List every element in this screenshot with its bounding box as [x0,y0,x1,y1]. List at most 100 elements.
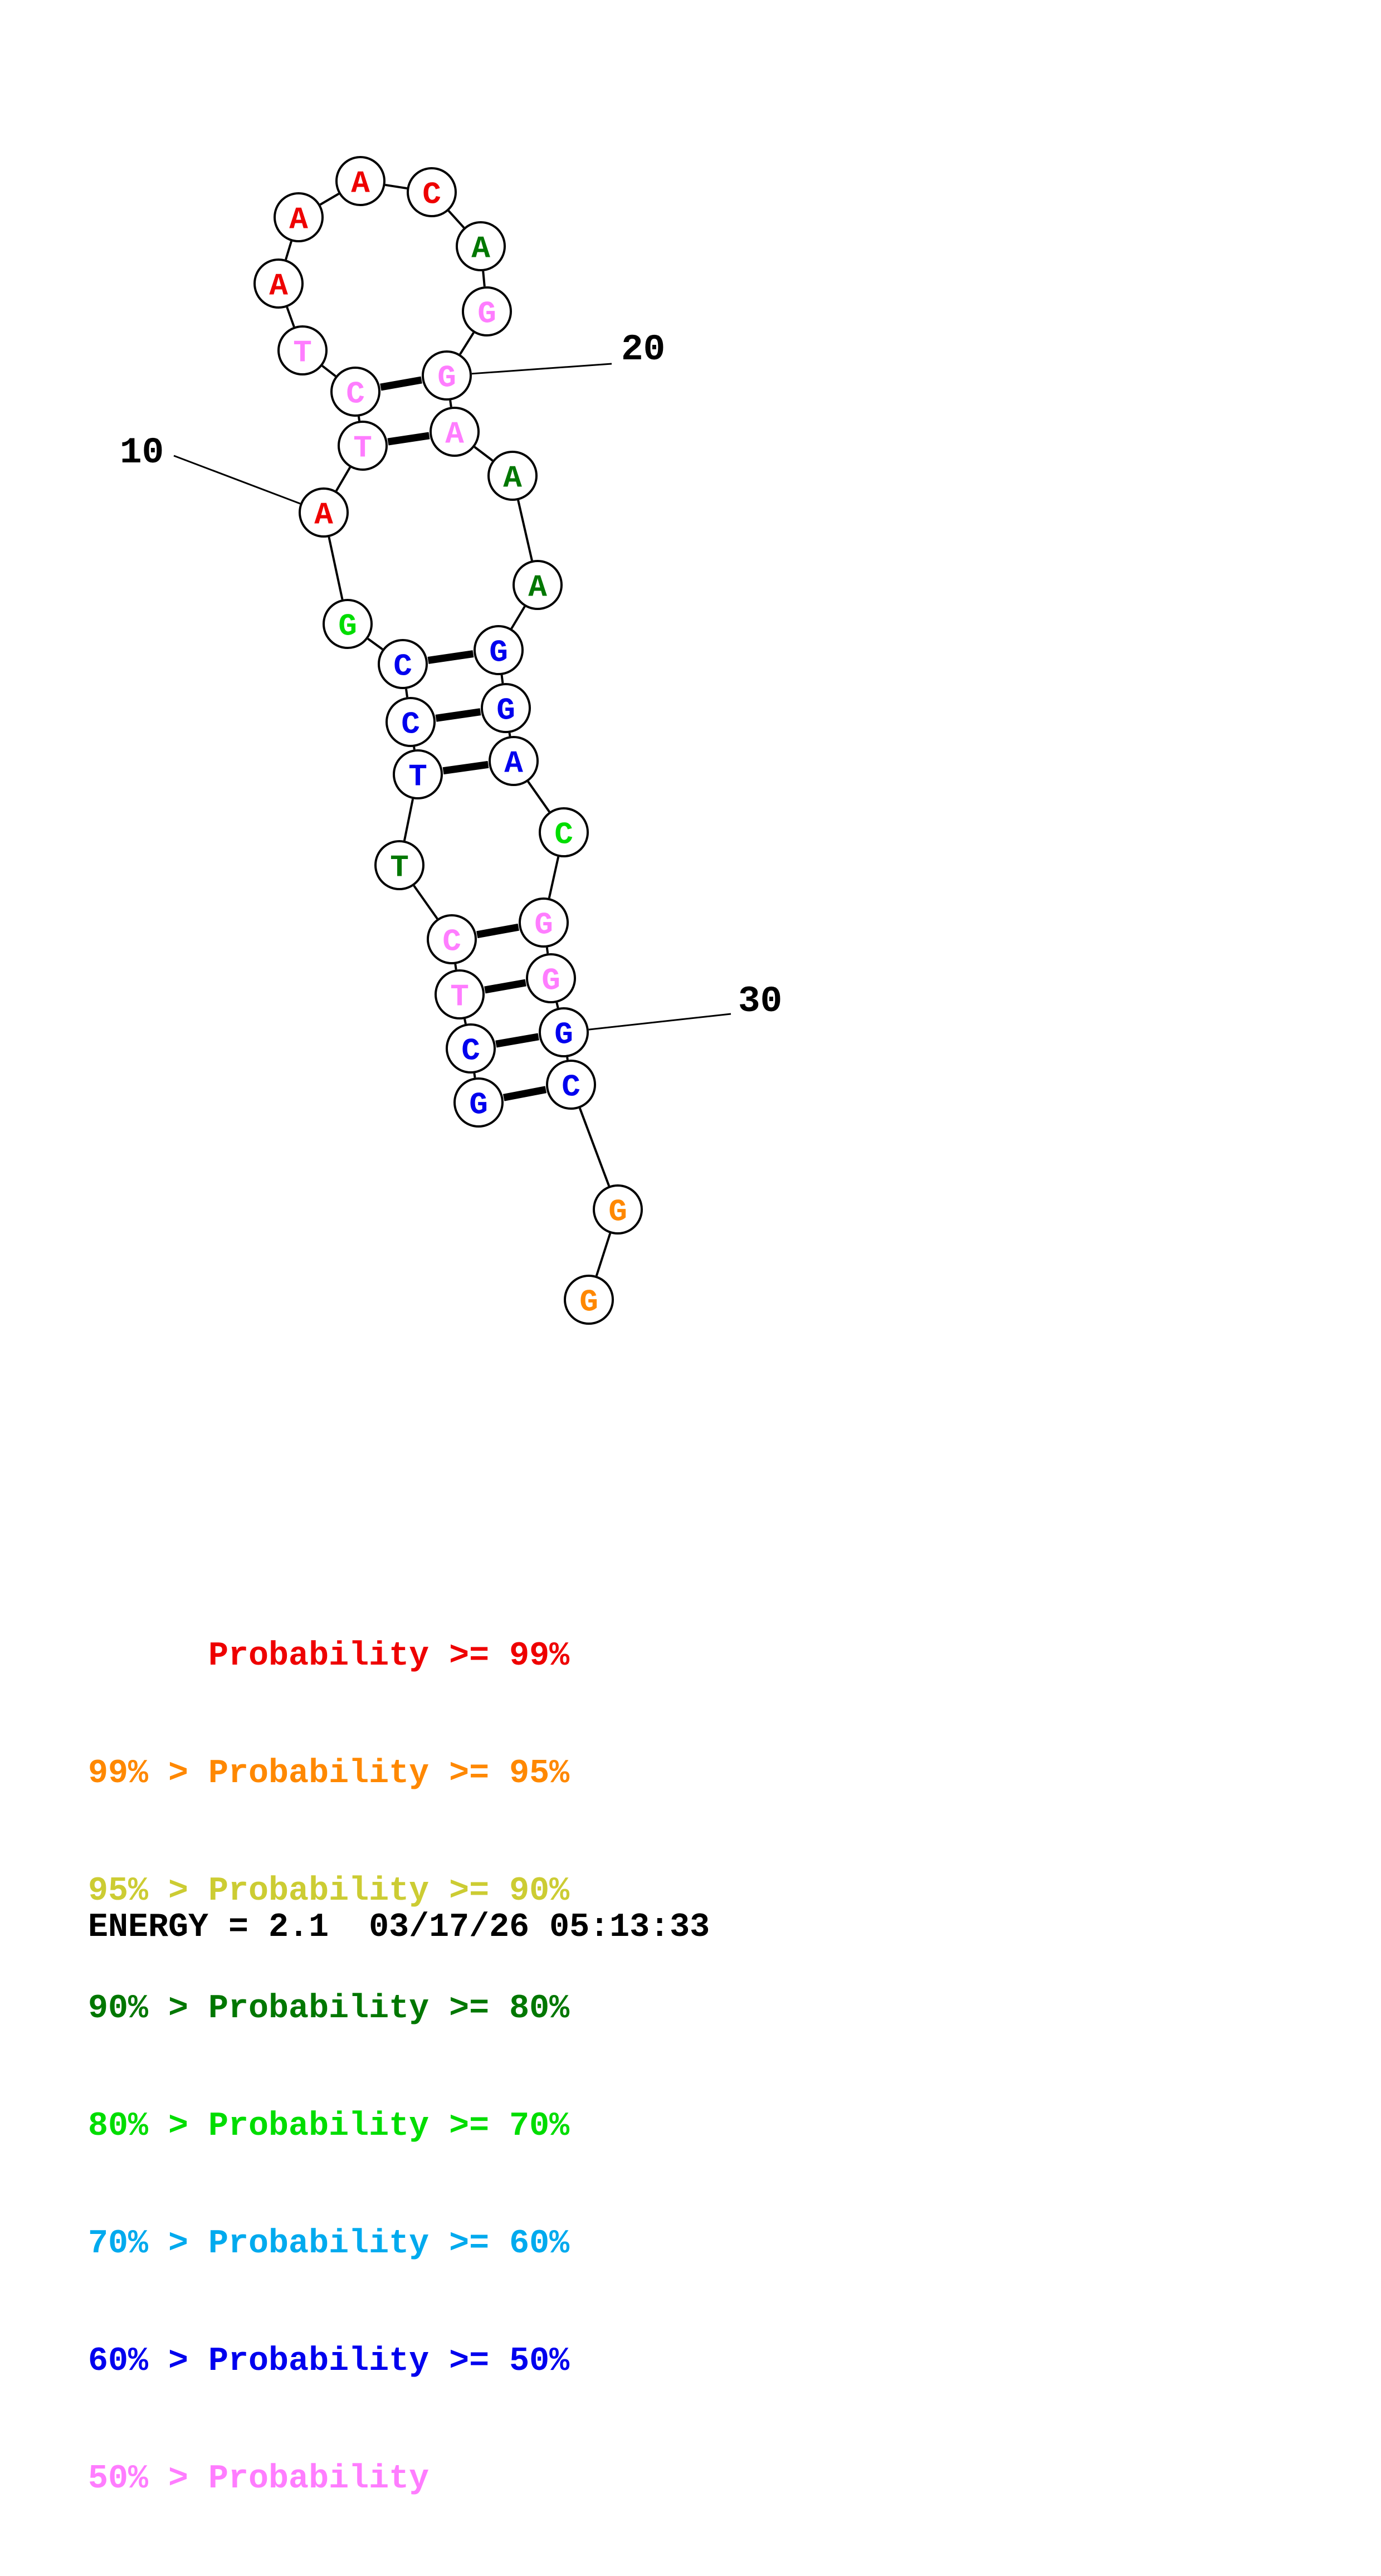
energy-line: ENERGY = 2.1 03/17/26 05:13:33 [88,1909,710,1946]
backbone-bond-8-9 [367,637,383,651]
position-leader-line-20 [471,363,612,375]
nucleotide-11-T: T [353,431,372,466]
nucleotide-circle-7 [385,697,436,747]
nucleotide-31-C: C [562,1070,580,1105]
position-label-30: 30 [738,980,782,1022]
nucleotide-circle-27 [539,807,589,857]
nucleotide-circle-13 [277,325,328,375]
backbone-bond-2-3 [463,1018,467,1024]
nucleotide-23-A: A [528,570,547,606]
backbone-bond-14-15 [285,241,292,260]
nucleotide-9-G: G [338,609,357,645]
backbone-bond-24-25 [500,675,504,684]
nucleotide-circle-14 [253,258,304,309]
backbone-bond-1-2 [473,1073,476,1078]
nucleotide-7-C: C [401,707,420,743]
legend-row-60-50: 60% > Probability >= 50% [88,2343,570,2380]
probability-legend: Probability >= 99% 99% > Probability >= … [88,1560,569,2576]
position-leader-line-10 [173,455,301,505]
backbone-bond-17-18 [447,209,465,229]
nucleotide-14-A: A [269,269,288,304]
nucleotide-circle-2 [446,1023,496,1074]
backbone-bond-23-24 [510,606,526,630]
nucleotide-13-T: T [293,335,312,371]
backbone-bond-21-22 [474,446,494,462]
backbone-bond-7-8 [405,689,408,697]
backbone-bond-27-28 [548,856,560,899]
nucleotide-19-G: G [477,296,496,332]
legend-row-70-60: 70% > Probability >= 60% [88,2225,570,2263]
backbone-bond-3-4 [454,964,457,970]
nucleotide-16-A: A [351,166,370,202]
nucleotide-circle-22 [487,451,538,501]
basepair-bond-8-24 [427,650,474,664]
backbone-bond-22-23 [517,500,533,561]
nucleotide-25-G: G [496,693,515,729]
nucleotide-circle-20 [422,350,472,401]
backbone-bond-28-29 [545,947,549,954]
nucleotide-circle-23 [513,560,563,610]
basepair-bond-2-30 [495,1033,539,1048]
nucleotide-circle-4 [427,914,477,964]
nucleotide-circle-21 [430,407,480,457]
backbone-bond-13-14 [286,306,295,328]
nucleotide-10-A: A [314,497,333,533]
basepair-bond-6-26 [442,760,489,775]
basepair-bond-3-29 [484,979,526,994]
legend-row-below-50: 50% > Probability [88,2460,430,2498]
nucleotide-4-C: C [442,924,461,960]
backbone-bond-9-10 [328,536,344,600]
nucleotide-2-C: C [461,1033,480,1069]
backbone-bond-32-33 [595,1233,612,1276]
nucleotide-21-A: A [445,417,464,452]
nucleotide-circle-16 [335,156,385,206]
nucleotide-33-G: G [579,1285,598,1320]
nucleotide-24-G: G [489,635,508,671]
nucleotide-circle-30 [539,1007,589,1057]
nucleotide-circle-3 [435,969,485,1019]
nucleotide-circle-10 [299,487,349,538]
nucleotide-circle-28 [519,897,569,948]
basepair-bond-1-31 [502,1086,547,1101]
backbone-bond-30-31 [566,1057,569,1060]
position-label-10: 10 [120,432,164,474]
legend-row-80-70: 80% > Probability >= 70% [88,2107,570,2145]
basepair-bond-7-25 [435,708,481,722]
backbone-bond-26-27 [527,780,550,813]
nucleotide-circle-8 [378,639,428,689]
legend-row-99: Probability >= 99% [88,1637,570,1675]
basepair-bond-12-20 [380,376,422,391]
nucleotide-circle-17 [407,167,457,217]
nucleotide-15-A: A [289,202,308,238]
basepair-bond-4-28 [476,923,519,939]
nucleotide-26-A: A [504,746,523,782]
nucleotide-circle-12 [330,367,380,417]
nucleotide-circle-26 [489,736,539,786]
backbone-bond-16-17 [385,183,407,190]
backbone-bond-29-30 [555,1002,559,1008]
nucleotide-circle-24 [474,625,524,675]
nucleotide-circle-31 [546,1060,596,1110]
backbone-bond-4-5 [413,885,438,920]
nucleotide-1-G: G [469,1087,488,1123]
backbone-bond-10-11 [335,466,352,492]
nucleotide-32-G: G [608,1194,627,1230]
position-label-20: 20 [621,329,665,370]
backbone-bond-31-32 [578,1108,611,1187]
nucleotide-3-T: T [450,979,469,1015]
nucleotide-circle-19 [462,286,512,336]
backbone-bond-18-19 [482,271,486,287]
backbone-bond-15-16 [319,193,340,206]
backbone-bond-12-13 [321,365,336,377]
nucleotide-circle-6 [393,749,443,799]
nucleotide-circle-5 [374,840,424,890]
legend-row-99-95: 99% > Probability >= 95% [88,1755,570,1793]
nucleotide-18-A: A [471,231,490,267]
nucleotide-27-C: C [554,817,573,853]
legend-row-90-80: 90% > Probability >= 80% [88,1990,570,2028]
nucleotide-circle-33 [564,1275,614,1325]
nucleotide-28-G: G [534,908,553,943]
nucleotide-29-G: G [541,963,560,999]
